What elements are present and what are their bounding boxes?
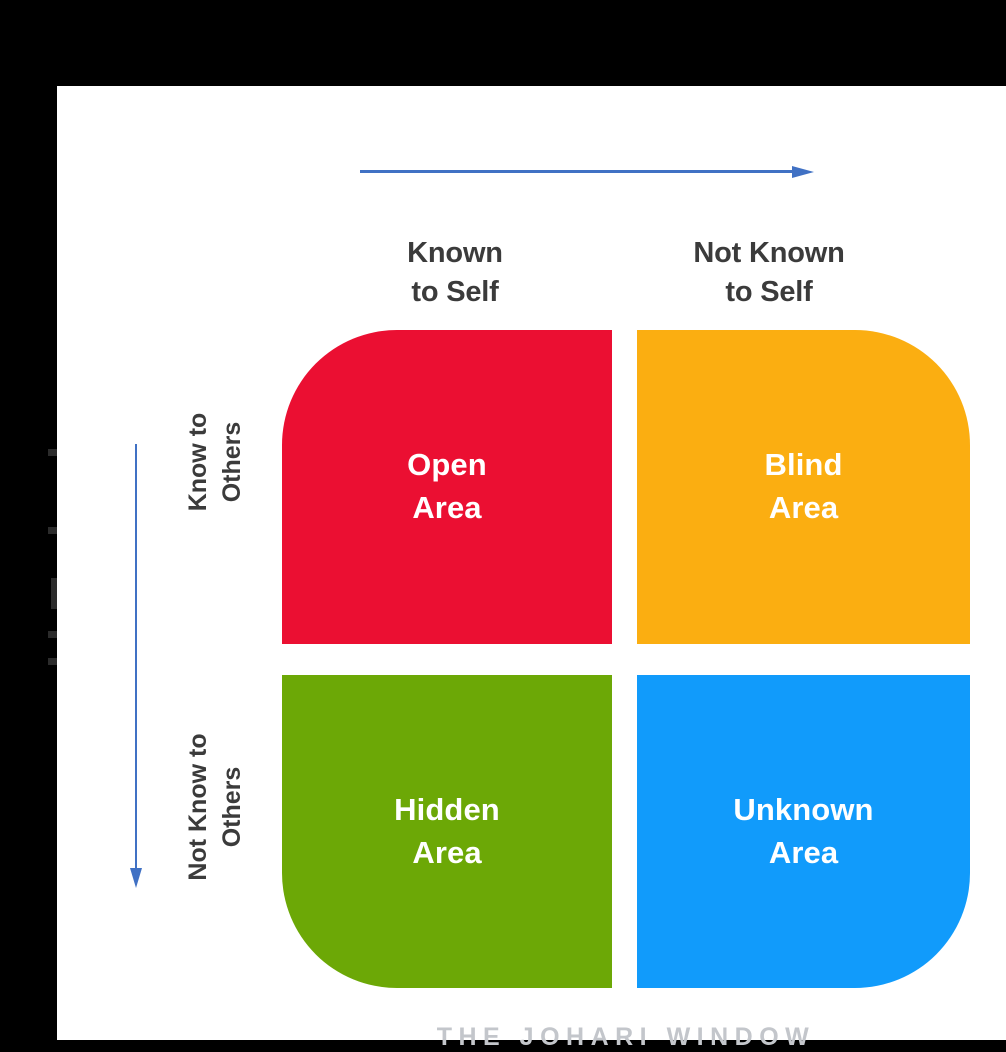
vertical-axis-arrow-icon — [130, 444, 143, 889]
row-header-know-to-others: Know to Others — [184, 412, 246, 512]
clipped-text-fragment — [48, 631, 57, 638]
clipped-text-fragment — [51, 578, 57, 609]
column-header-not-known-to-self: Not Known to Self — [693, 237, 845, 309]
quadrant-unknown-area[interactable]: Unknown Area — [637, 675, 970, 988]
row-header-not-know-to-others: Not Know to Others — [184, 733, 246, 881]
column-header-known-to-self: Known to Self — [407, 237, 503, 309]
quadrant-label-open-area: Open Area — [407, 447, 487, 525]
quadrant-label-hidden-area: Hidden Area — [394, 791, 500, 870]
quadrant-label-unknown-area: Unknown Area — [733, 791, 874, 870]
horizontal-axis-arrow-icon — [360, 166, 817, 178]
quadrant-label-blind-area: Blind Area — [764, 447, 843, 525]
arrow-shaft — [360, 170, 797, 173]
quadrant-hidden-area[interactable]: Hidden Area — [282, 675, 612, 988]
arrow-head-down-icon — [130, 868, 142, 888]
arrow-head-right-icon — [792, 166, 814, 178]
diagram-caption: THE JOHARI WINDOW — [436, 1023, 816, 1051]
slide-page: Known to Self Not Known to Self Know to … — [57, 86, 1006, 1051]
quadrant-blind-area[interactable]: Blind Area — [637, 330, 970, 644]
clipped-text-fragment — [48, 527, 57, 534]
clipped-text-fragment — [48, 449, 57, 456]
quadrant-open-area[interactable]: Open Area — [282, 330, 612, 644]
clipped-text-fragment — [48, 658, 57, 665]
arrow-shaft — [135, 444, 137, 872]
